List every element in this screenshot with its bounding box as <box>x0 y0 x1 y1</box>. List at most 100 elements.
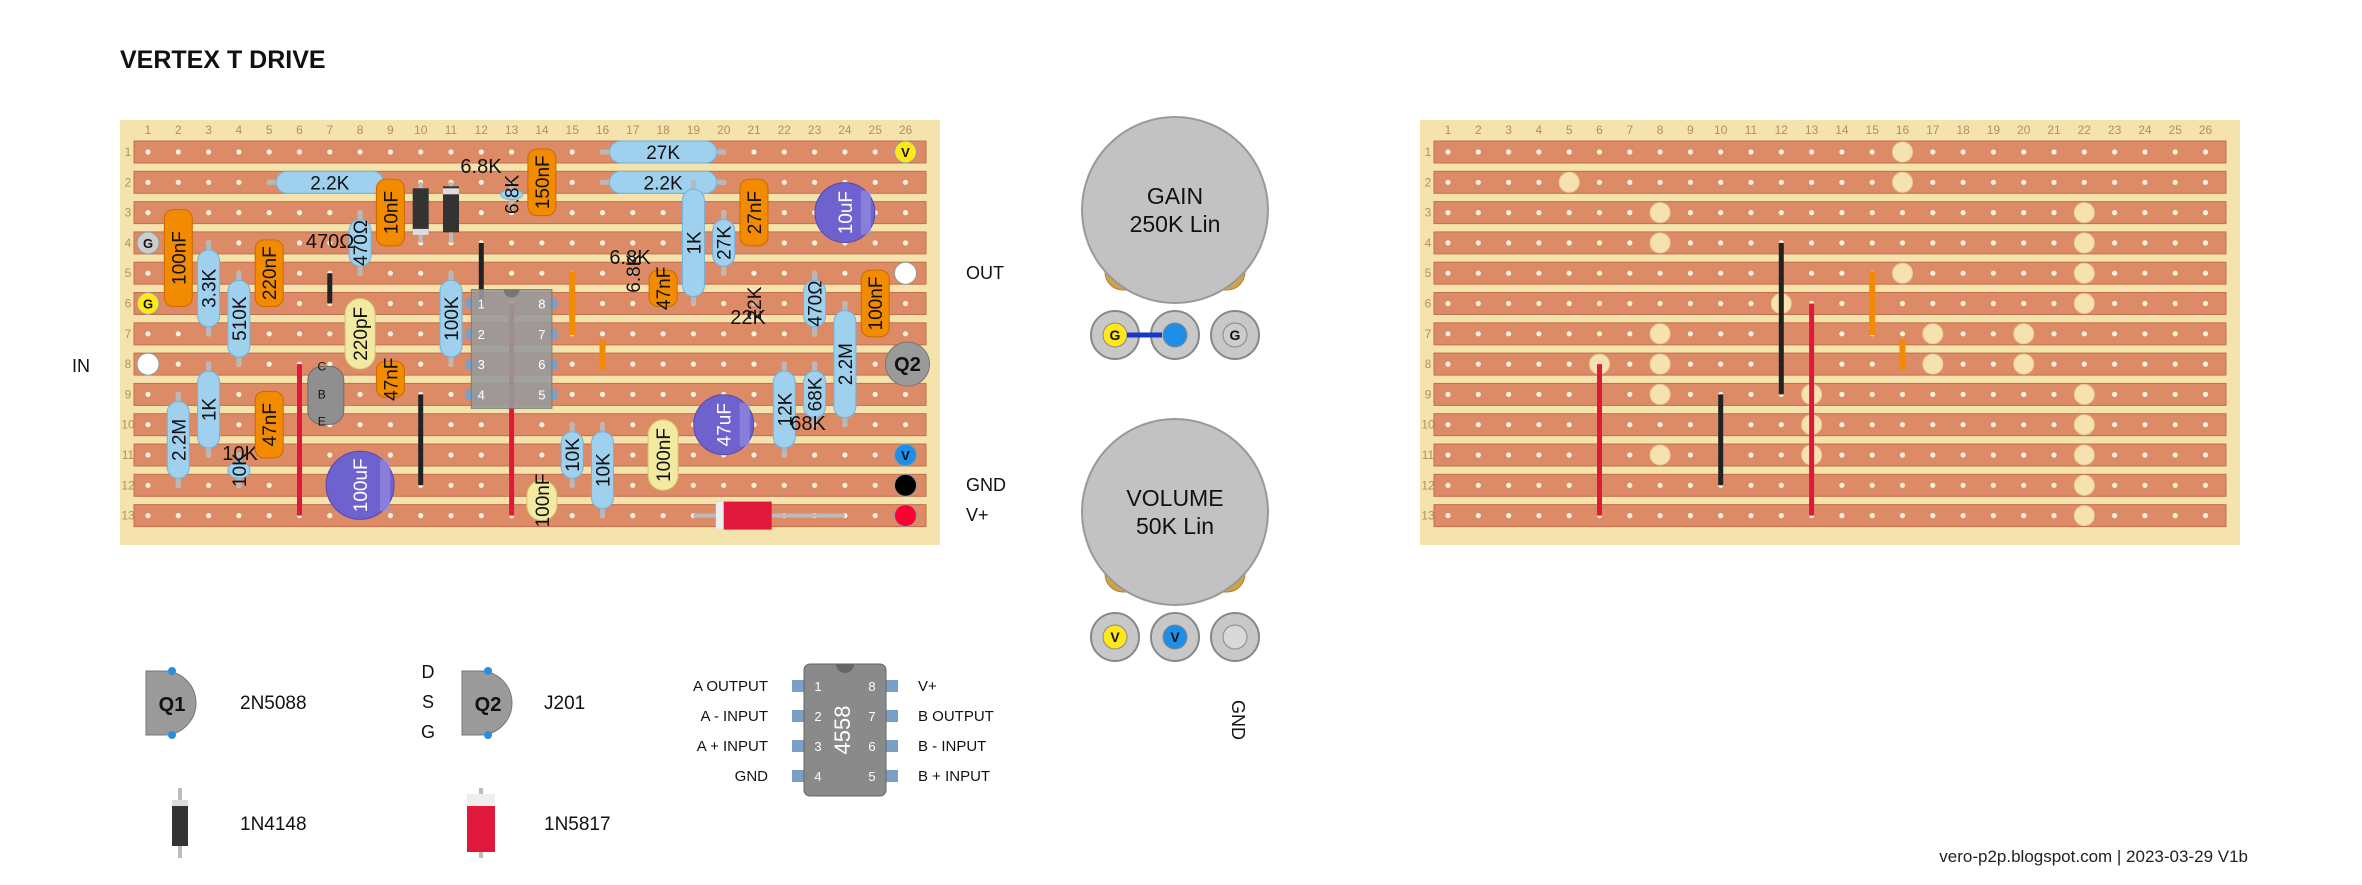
column-number: 18 <box>1956 123 1970 137</box>
hole <box>2172 422 2178 428</box>
hole <box>1930 422 1936 428</box>
resistor-label: 470Ω <box>806 281 827 327</box>
hole <box>1990 331 1996 337</box>
hole <box>781 210 787 216</box>
hole <box>357 149 363 155</box>
hole <box>418 331 424 337</box>
column-number: 2 <box>175 123 182 137</box>
hole <box>721 361 727 367</box>
hole <box>266 210 272 216</box>
column-number: 23 <box>2108 123 2122 137</box>
hole <box>1627 300 1633 307</box>
hole <box>1990 300 1996 307</box>
resistor: 68K <box>803 370 827 419</box>
hole <box>1839 331 1845 337</box>
hole <box>387 149 393 155</box>
pad-letter: V <box>901 145 910 160</box>
ic-pin-number: 7 <box>538 327 545 342</box>
hole <box>599 240 606 246</box>
hole <box>1687 270 1693 276</box>
ic-pin-number: 6 <box>538 357 545 372</box>
hole <box>1687 149 1693 155</box>
hole <box>2202 331 2209 337</box>
capacitor-body <box>254 390 284 459</box>
hole <box>1839 361 1845 367</box>
transistor-q2: Q2 <box>885 341 930 387</box>
hole <box>2112 422 2118 428</box>
resistor: 27K <box>712 219 736 267</box>
hole <box>2051 422 2057 428</box>
resistor: 2.2M <box>166 400 190 479</box>
hole <box>1809 270 1815 276</box>
hole <box>1475 149 1481 155</box>
hole <box>2021 452 2027 458</box>
hole <box>1869 179 1875 185</box>
hole <box>1899 240 1906 246</box>
column-number: 3 <box>1505 123 1512 137</box>
track-cut <box>2073 474 2095 496</box>
column-number: 1 <box>1445 123 1452 137</box>
hole <box>690 331 697 337</box>
hole <box>478 482 484 488</box>
hole <box>781 179 787 185</box>
hole <box>145 513 151 519</box>
film-capacitor: 150nF <box>527 148 557 217</box>
hole <box>478 513 484 519</box>
page-title: VERTEX T DRIVE <box>120 46 326 74</box>
hole <box>2142 422 2148 428</box>
hole <box>1596 149 1603 155</box>
row-number: 9 <box>125 387 132 401</box>
track-cut <box>1558 171 1580 193</box>
capacitor-label: 220nF <box>260 246 281 300</box>
hole <box>630 422 636 428</box>
track-cut <box>1649 444 1671 466</box>
hole <box>2142 149 2148 155</box>
polarity-stripe <box>860 190 871 235</box>
column-number: 23 <box>808 123 822 137</box>
hole <box>1536 240 1542 246</box>
pad-letter: G <box>143 236 153 251</box>
hole <box>1687 361 1693 367</box>
column-number: 9 <box>387 123 394 137</box>
hole <box>751 452 757 458</box>
pot-pin <box>1222 624 1248 650</box>
pad-dot <box>894 504 917 528</box>
hole <box>418 149 424 155</box>
hole <box>630 452 636 458</box>
pad-input <box>136 352 160 376</box>
resistor: 2.2M <box>833 310 857 419</box>
pot-knob <box>1081 418 1269 606</box>
hole <box>1536 482 1542 488</box>
capacitor-body <box>375 178 405 247</box>
hole <box>1960 391 1966 397</box>
hole <box>630 513 636 519</box>
hole <box>599 391 606 397</box>
column-number: 15 <box>1866 123 1880 137</box>
hole <box>1445 391 1451 397</box>
ceramic-capacitor: 220pF <box>344 298 376 370</box>
row-number: 3 <box>1425 206 1432 220</box>
capacitor-label: 150nF <box>533 155 554 209</box>
track-cut <box>2073 444 2095 466</box>
hole <box>539 270 545 276</box>
hole <box>660 361 666 367</box>
hole <box>1657 422 1663 428</box>
transistor-label: Q2 <box>894 354 921 376</box>
resistor-label: 6.8K <box>503 175 524 214</box>
hole <box>2172 331 2178 337</box>
hole <box>1566 422 1572 428</box>
row-number: 6 <box>1425 297 1432 311</box>
column-number: 20 <box>2017 123 2031 137</box>
capacitor-label: 100nF <box>169 231 190 285</box>
hole <box>1960 270 1966 276</box>
resistor-body <box>609 170 718 194</box>
hole <box>2112 179 2118 185</box>
hole <box>902 240 909 246</box>
hole <box>1627 149 1633 155</box>
track-cut <box>1892 171 1913 193</box>
film-capacitor: 100nF <box>163 209 193 308</box>
hole <box>690 391 697 397</box>
hole <box>630 482 636 488</box>
hole <box>2202 452 2209 458</box>
